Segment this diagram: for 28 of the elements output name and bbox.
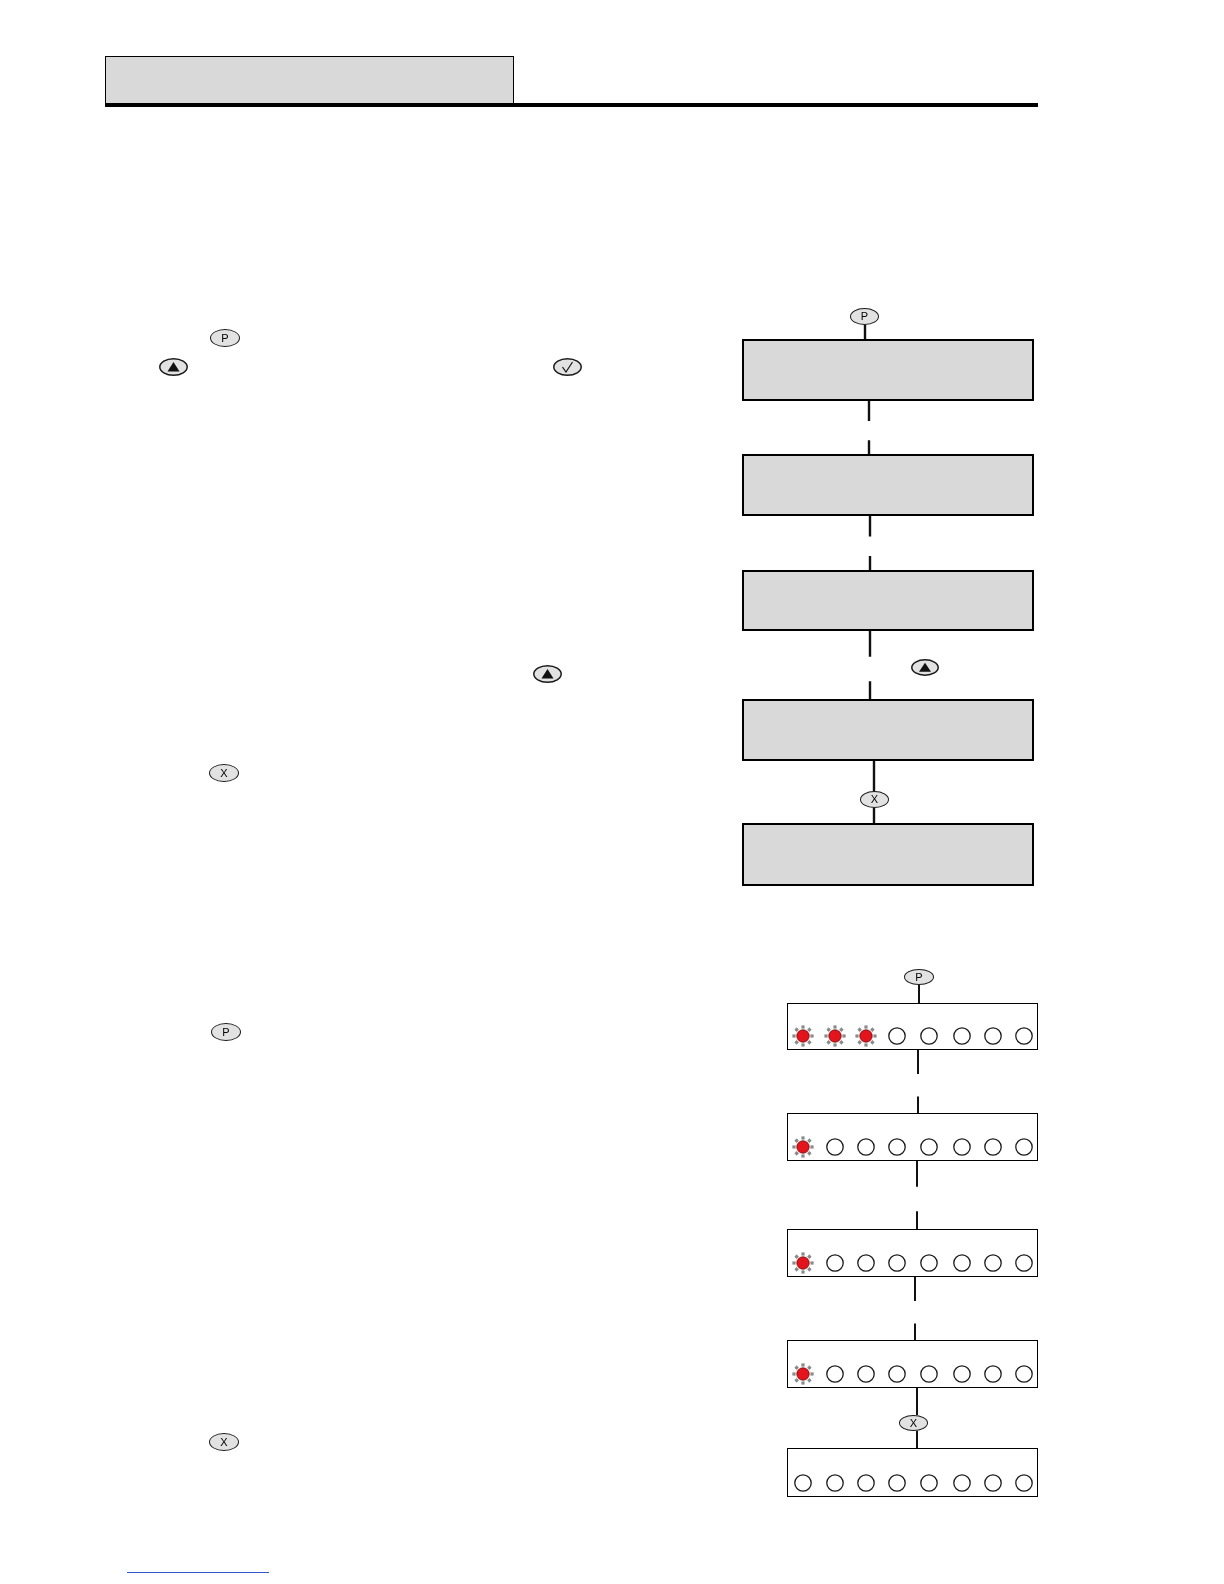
connector-line <box>868 631 872 699</box>
lcd-display-box <box>742 339 1034 401</box>
keypad-key: X <box>209 764 239 782</box>
led-panel-box <box>787 1003 1038 1050</box>
keypad-key: P <box>850 308 879 325</box>
connector-line <box>868 516 872 570</box>
led-panel-box <box>787 1113 1038 1161</box>
connector-line <box>916 1160 918 1230</box>
lcd-display-box <box>742 699 1034 761</box>
connector-line <box>916 1430 918 1449</box>
connector-line <box>916 1387 918 1416</box>
led-panel-box <box>787 1448 1038 1497</box>
keypad-key: P <box>211 1023 241 1041</box>
keypad-key: P <box>904 969 934 985</box>
connector-line <box>917 1049 919 1114</box>
connector-line <box>914 1276 916 1341</box>
keypad-key: X <box>860 791 889 808</box>
lcd-display-box <box>742 823 1034 886</box>
keypad-key: X <box>209 1433 239 1451</box>
lcd-display-box <box>742 454 1034 516</box>
keypad-key: X <box>899 1415 928 1431</box>
led-panel-box <box>787 1340 1038 1388</box>
keypad-key: P <box>210 329 240 347</box>
connector-line <box>867 401 871 454</box>
led-panel-box <box>787 1229 1038 1277</box>
lcd-display-box <box>742 570 1034 631</box>
connector-line <box>872 761 876 791</box>
connector-line <box>918 984 920 1004</box>
